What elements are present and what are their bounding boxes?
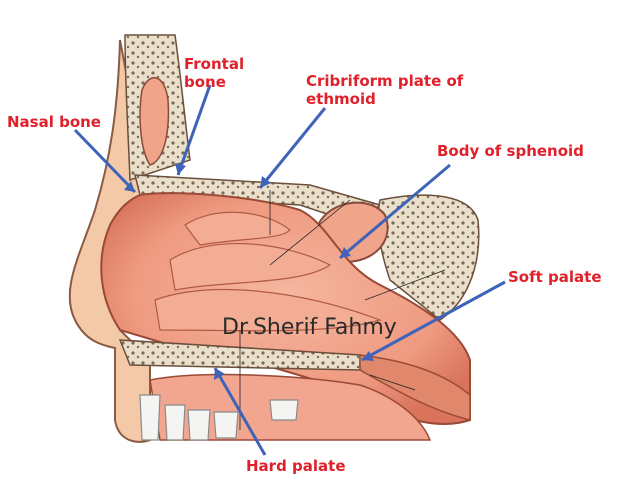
arrowhead (124, 181, 135, 192)
leader-lines (239, 190, 446, 430)
soft-palate-tissue (359, 354, 471, 421)
arrowhead (175, 163, 186, 175)
hard-palate-label: Hard palate (246, 457, 346, 475)
arrow-hard-palate (213, 367, 267, 456)
tooth (187, 409, 211, 441)
author-watermark: Dr.Sherif Fahmy (222, 315, 397, 340)
leader-line (269, 199, 351, 266)
leader-line (369, 374, 416, 391)
tooth (164, 404, 186, 441)
body-of-sphenoid-label: Body of sphenoid (437, 142, 584, 160)
teeth (139, 394, 299, 441)
arrowhead (214, 368, 225, 380)
arrow-soft-palate (361, 280, 506, 362)
arrow-nasal-bone (73, 128, 137, 194)
arrow-sphenoid (339, 163, 451, 260)
inferior-turbinate (154, 289, 382, 332)
frontal-bone-label: Frontal bone (184, 55, 245, 91)
superior-turbinate (184, 211, 291, 246)
cribriform-plate-label: Cribriform plate of ethmoid (306, 72, 464, 108)
arrowhead (362, 351, 374, 361)
leader-line (364, 269, 446, 301)
frontal-sinus (139, 77, 170, 166)
arrowhead (260, 176, 271, 188)
tooth (269, 399, 299, 421)
arrow-frontal-bone (176, 84, 212, 176)
nasal-bone-label: Nasal bone (7, 113, 101, 131)
soft-palate-label: Soft palate (508, 268, 602, 286)
tooth (213, 411, 239, 439)
tooth (139, 394, 161, 441)
pointer-arrows (73, 84, 506, 456)
middle-turbinate (169, 243, 332, 291)
arrow-cribriform (258, 107, 327, 189)
arrowhead (340, 247, 351, 258)
